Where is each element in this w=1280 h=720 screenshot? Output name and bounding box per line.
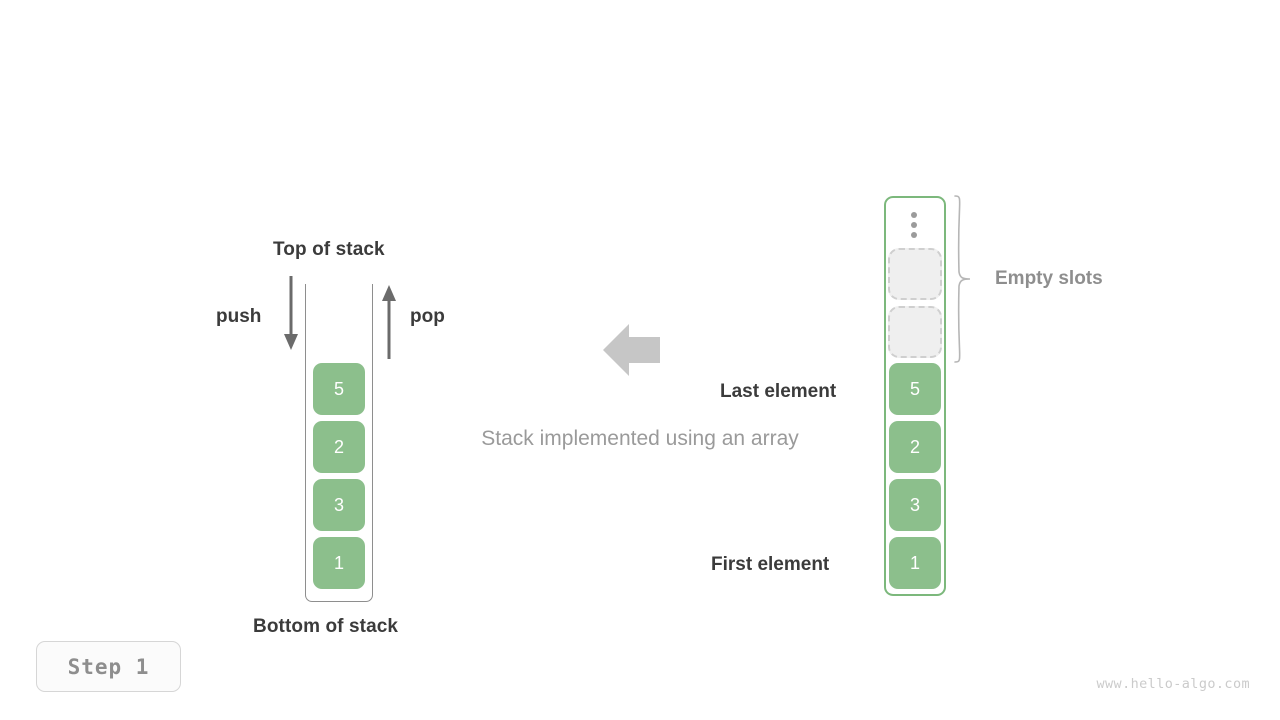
vertical-ellipsis-icon: [909, 212, 919, 238]
array-cell: 1: [889, 537, 941, 589]
array-cell: 5: [889, 363, 941, 415]
stack-container-outline: [305, 284, 373, 602]
last-element-label: Last element: [720, 381, 837, 402]
arrow-left-block-icon: [603, 324, 660, 376]
stack-abstract-diagram: Top of stack push pop 5 2 3 1 Bottom of …: [0, 0, 520, 720]
stack-cell: 5: [313, 363, 365, 415]
push-label: push: [216, 306, 262, 327]
step-badge: Step 1: [36, 641, 181, 692]
stack-cell: 2: [313, 421, 365, 473]
bottom-of-stack-label: Bottom of stack: [253, 616, 399, 637]
empty-slot-list: [888, 248, 942, 358]
stack-cell-list: 5 2 3 1: [313, 363, 365, 589]
array-cell: 3: [889, 479, 941, 531]
empty-slots-label: Empty slots: [995, 268, 1103, 289]
ellipsis-dot: [911, 232, 917, 238]
empty-slot: [888, 306, 942, 358]
first-element-label: First element: [711, 554, 830, 575]
pop-label: pop: [410, 306, 445, 327]
top-of-stack-label: Top of stack: [273, 239, 385, 260]
stack-cell: 3: [313, 479, 365, 531]
curly-brace-right-icon: [954, 195, 971, 363]
ellipsis-dot: [911, 212, 917, 218]
push-arrow-down-icon: [284, 276, 298, 350]
empty-slot: [888, 248, 942, 300]
ellipsis-dot: [911, 222, 917, 228]
watermark-url: www.hello-algo.com: [1096, 676, 1250, 692]
array-cell: 2: [889, 421, 941, 473]
array-cell-list: 5 2 3 1: [889, 363, 941, 589]
stack-cell: 1: [313, 537, 365, 589]
diagram-caption: Stack implemented using an array: [481, 427, 799, 450]
pop-arrow-up-icon: [382, 285, 396, 359]
